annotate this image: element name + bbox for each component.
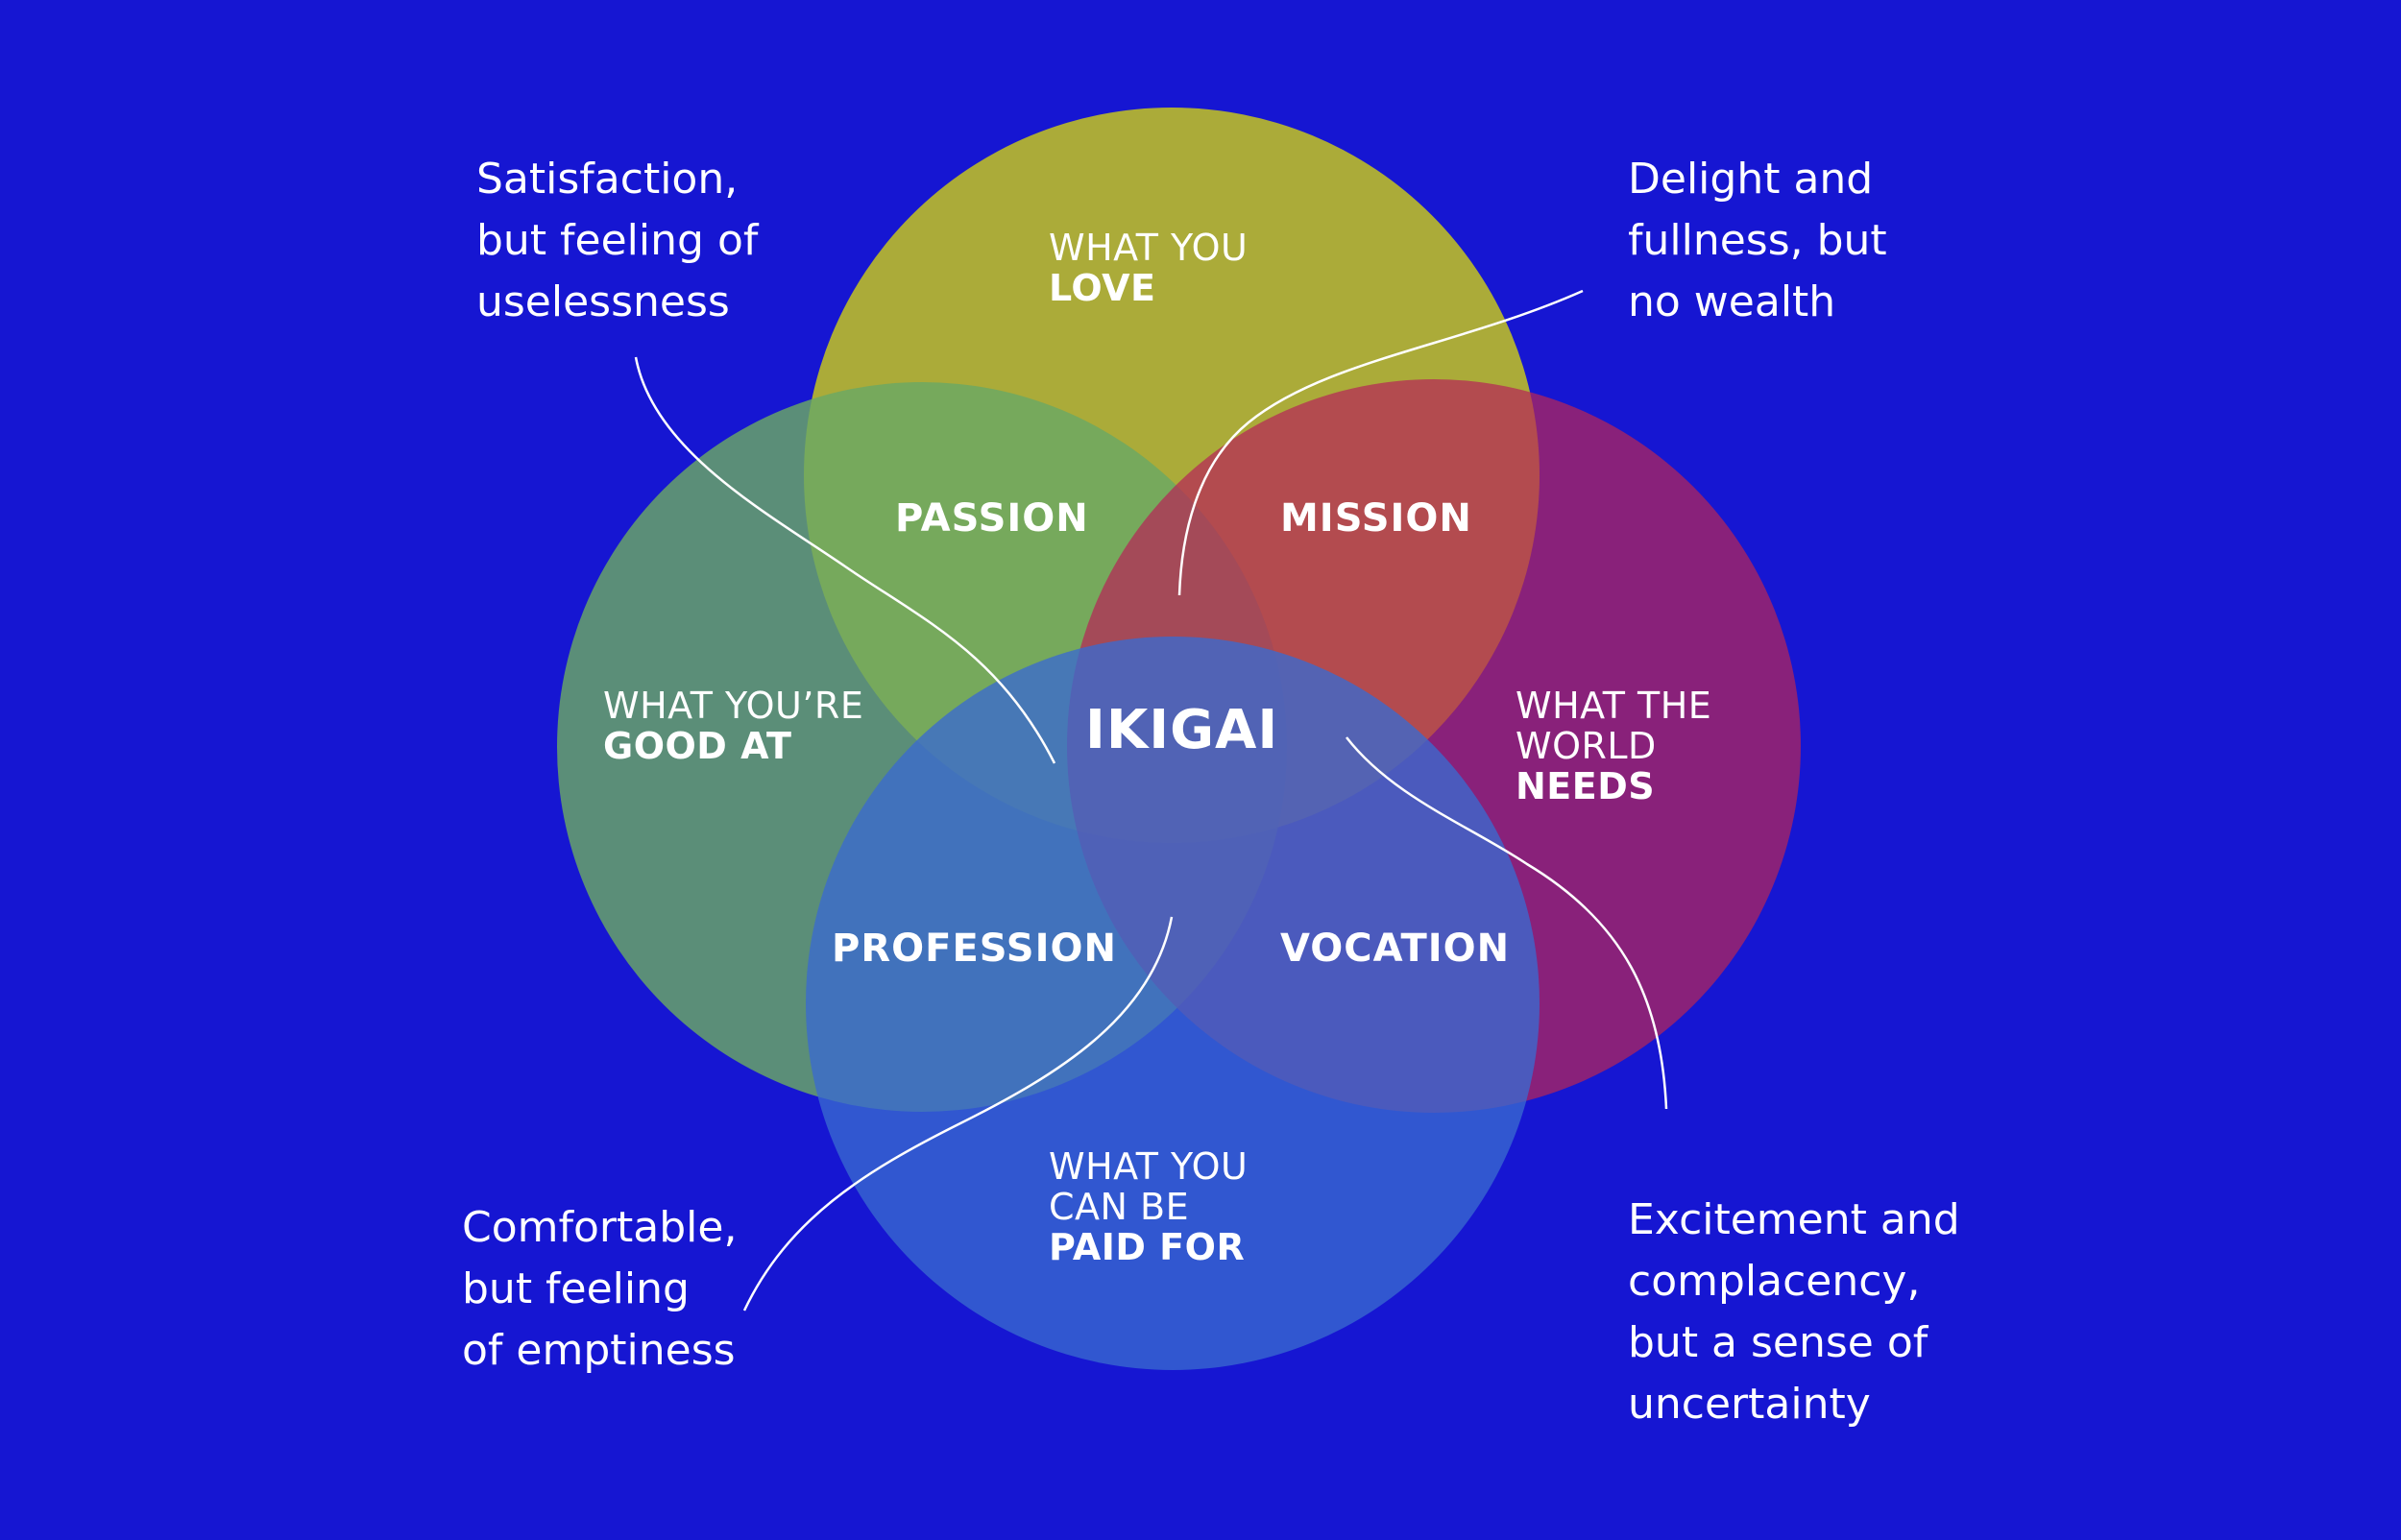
label-what-the-world-needs-line3: NEEDS (1516, 764, 1656, 807)
note-bottom-left-line2: but feeling (462, 1264, 690, 1313)
connector-line-top-right (1177, 289, 1584, 596)
label-what-you-can-be-paid-for-line1: WHAT YOU (1049, 1145, 1249, 1188)
label-passion: PASSION (895, 496, 1089, 541)
label-what-youre-good-at-line1: WHAT YOU’RE (603, 685, 864, 727)
label-what-the-world-needs-line2: WORLD (1516, 724, 1657, 767)
note-top-left-line1: Satisfaction, (476, 155, 739, 204)
note-bottom-right-line1: Excitement and (1628, 1195, 1960, 1244)
note-top-left: Satisfaction, but feeling of uselessness (476, 149, 758, 333)
connector-line-top-left (634, 356, 1056, 764)
note-top-left-line2: but feeling of (476, 216, 759, 265)
label-what-youre-good-at: WHAT YOU’RE GOOD AT (603, 686, 863, 767)
note-bottom-left-line3: of emptiness (462, 1326, 736, 1375)
note-bottom-left-line1: Comfortable, (462, 1203, 738, 1252)
note-top-right-line1: Delight and (1628, 155, 1874, 204)
circle-what-you-can-be-paid-for (806, 637, 1540, 1370)
note-top-left-line3: uselessness (476, 277, 730, 326)
label-what-you-can-be-paid-for-line2: CAN BE (1049, 1185, 1190, 1228)
note-top-right: Delight and fullness, but no wealth (1628, 149, 1887, 333)
label-what-you-love-line2: LOVE (1049, 266, 1156, 309)
note-bottom-right-line4: uncertainty (1628, 1380, 1871, 1429)
connector-line-bottom-left (742, 916, 1174, 1311)
label-ikigai: IKIGAI (1085, 699, 1279, 761)
connector-line-bottom-right (1346, 736, 1668, 1110)
note-bottom-right-line2: complacency, (1628, 1257, 1921, 1306)
label-what-the-world-needs-line1: WHAT THE (1516, 685, 1712, 727)
label-what-youre-good-at-line2: GOOD AT (603, 724, 792, 767)
note-bottom-left: Comfortable, but feeling of emptiness (462, 1197, 737, 1382)
note-top-right-line2: fullness, but (1628, 216, 1887, 265)
label-mission: MISSION (1280, 496, 1472, 541)
note-bottom-right-line3: but a sense of (1628, 1318, 1928, 1367)
label-what-you-can-be-paid-for-line3: PAID FOR (1049, 1225, 1246, 1268)
label-what-you-love: WHAT YOU LOVE (1049, 227, 1249, 309)
note-bottom-right: Excitement and complacency, but a sense … (1628, 1190, 1960, 1435)
label-vocation: VOCATION (1280, 926, 1511, 971)
label-what-the-world-needs: WHAT THE WORLD NEEDS (1516, 686, 1711, 806)
label-profession: PROFESSION (832, 926, 1117, 971)
note-top-right-line3: no wealth (1628, 277, 1836, 326)
label-what-you-can-be-paid-for: WHAT YOU CAN BE PAID FOR (1049, 1145, 1249, 1268)
label-what-you-love-line1: WHAT YOU (1049, 227, 1249, 269)
